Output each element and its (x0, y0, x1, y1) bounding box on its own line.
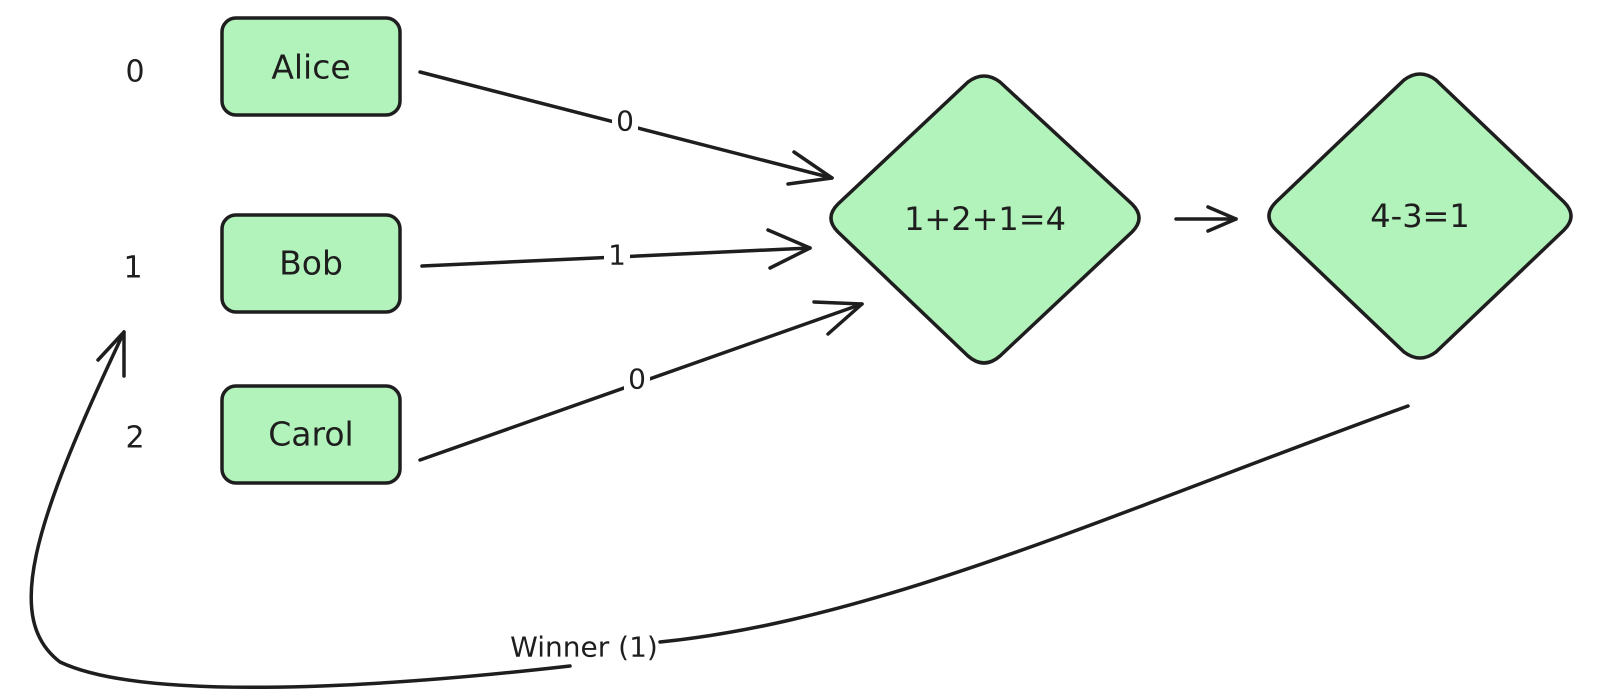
edge-label-carol-bg (624, 362, 650, 394)
node-alice-box (220, 16, 402, 117)
index-label-0: 0 (125, 55, 144, 90)
node-carol[interactable]: Carol (220, 384, 402, 485)
node-alice[interactable]: Alice (220, 16, 402, 117)
edge-winner-feedback (29, 330, 1410, 690)
edge-winner-line-left (29, 330, 572, 690)
node-carol-label: Carol (268, 415, 353, 454)
edge-sum-result-arrowhead (1206, 205, 1238, 233)
node-result-label: 4-3=1 (1370, 197, 1469, 235)
node-bob-box (220, 213, 402, 314)
index-label-2: 2 (125, 421, 144, 456)
edge-winner-line-right (658, 404, 1410, 644)
node-result-diamond (1267, 72, 1573, 360)
node-result[interactable]: 4-3=1 (1267, 72, 1573, 360)
edge-alice-arrowhead (786, 150, 834, 186)
edge-bob-arrowhead (766, 228, 812, 270)
edge-label-carol: 0 (628, 363, 646, 396)
edge-label-bob: 1 (608, 239, 626, 272)
node-sum[interactable]: 1+2+1=4 (829, 74, 1141, 365)
node-sum-diamond (829, 74, 1141, 365)
edge-winner-arrowhead (96, 330, 126, 378)
node-carol-box (220, 384, 402, 485)
edge-carol-arrowhead (812, 300, 864, 336)
index-label-1: 1 (123, 251, 142, 286)
node-bob-label: Bob (279, 244, 343, 283)
node-sum-label: 1+2+1=4 (904, 200, 1066, 238)
node-bob[interactable]: Bob (220, 213, 402, 314)
winner-label: Winner (1) (510, 631, 658, 664)
edge-label-bob-bg (604, 238, 630, 270)
node-alice-label: Alice (271, 48, 350, 87)
edge-label-alice-bg (612, 104, 638, 136)
edge-sum-to-result (1174, 205, 1238, 233)
edge-label-alice: 0 (616, 105, 634, 138)
